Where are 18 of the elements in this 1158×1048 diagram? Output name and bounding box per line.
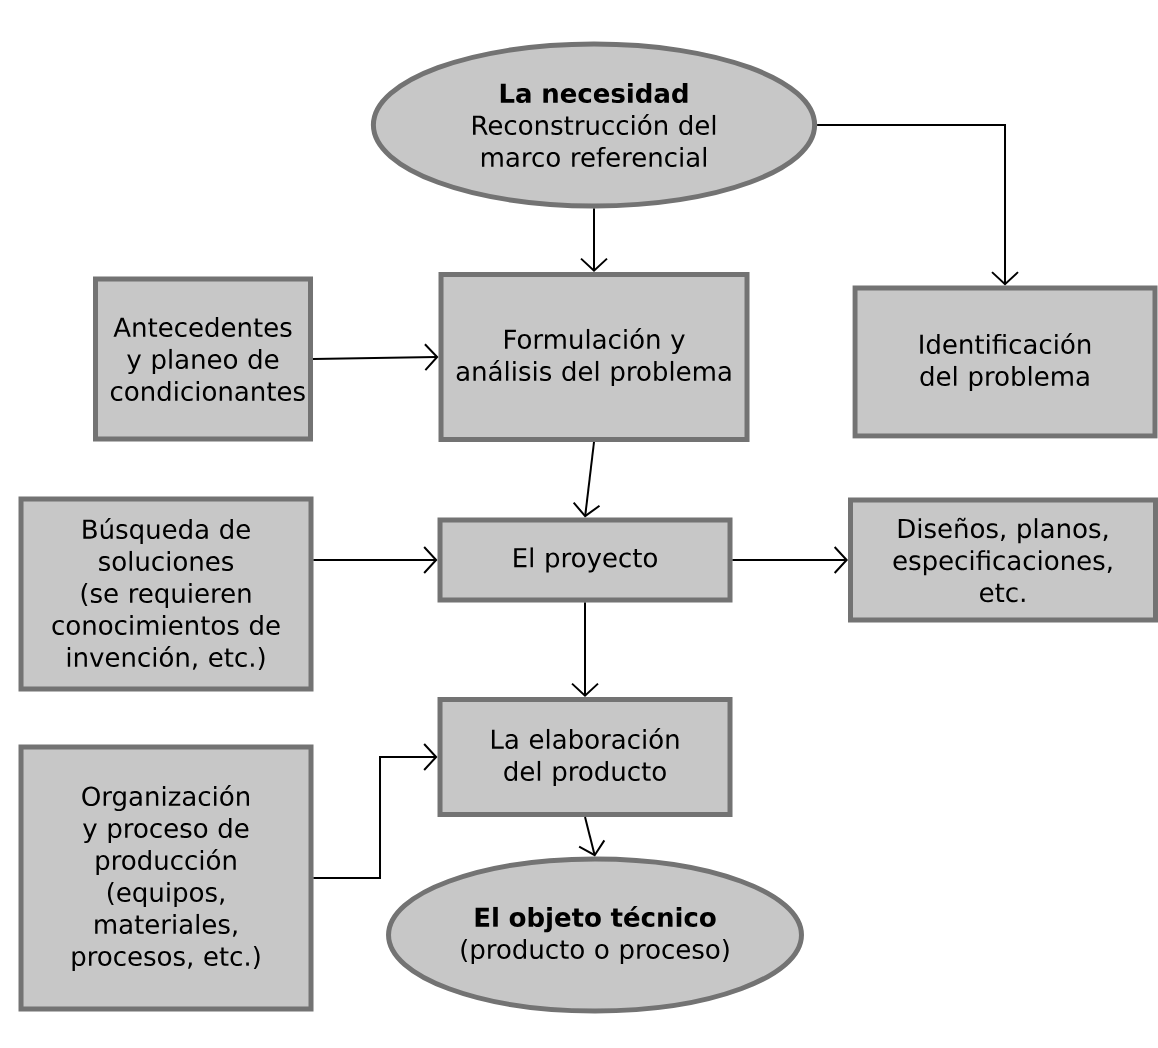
- arrow: [816, 124, 1019, 286]
- process-box: La elaboración del producto: [437, 697, 733, 817]
- arrow: [731, 546, 848, 574]
- process-box: El proyecto: [437, 517, 733, 603]
- ellipse-node: La necesidad Reconstrucción del marco referencial: [370, 41, 818, 209]
- process-box: Búsqueda de soluciones (se requieren conocimientos de invención, etc.): [18, 496, 314, 692]
- arrow: [580, 207, 608, 272]
- ellipse-node: El objeto técnico (producto o proceso): [386, 856, 804, 1014]
- arrow: [312, 546, 438, 574]
- process-box: Formulación y análisis del problema: [438, 272, 750, 442]
- process-box: Organización y proceso de producción (equipos, materiales, procesos, etc.): [18, 744, 314, 1012]
- arrow: [572, 441, 601, 518]
- process-box: Diseños, planos, especificaciones, etc.: [848, 497, 1158, 623]
- arrow: [312, 343, 439, 372]
- process-box: Identificación del problema: [852, 285, 1158, 439]
- arrow: [312, 743, 438, 879]
- process-box: Antecedentes y planeo de condicionantes: [93, 276, 313, 442]
- arrow: [571, 601, 599, 697]
